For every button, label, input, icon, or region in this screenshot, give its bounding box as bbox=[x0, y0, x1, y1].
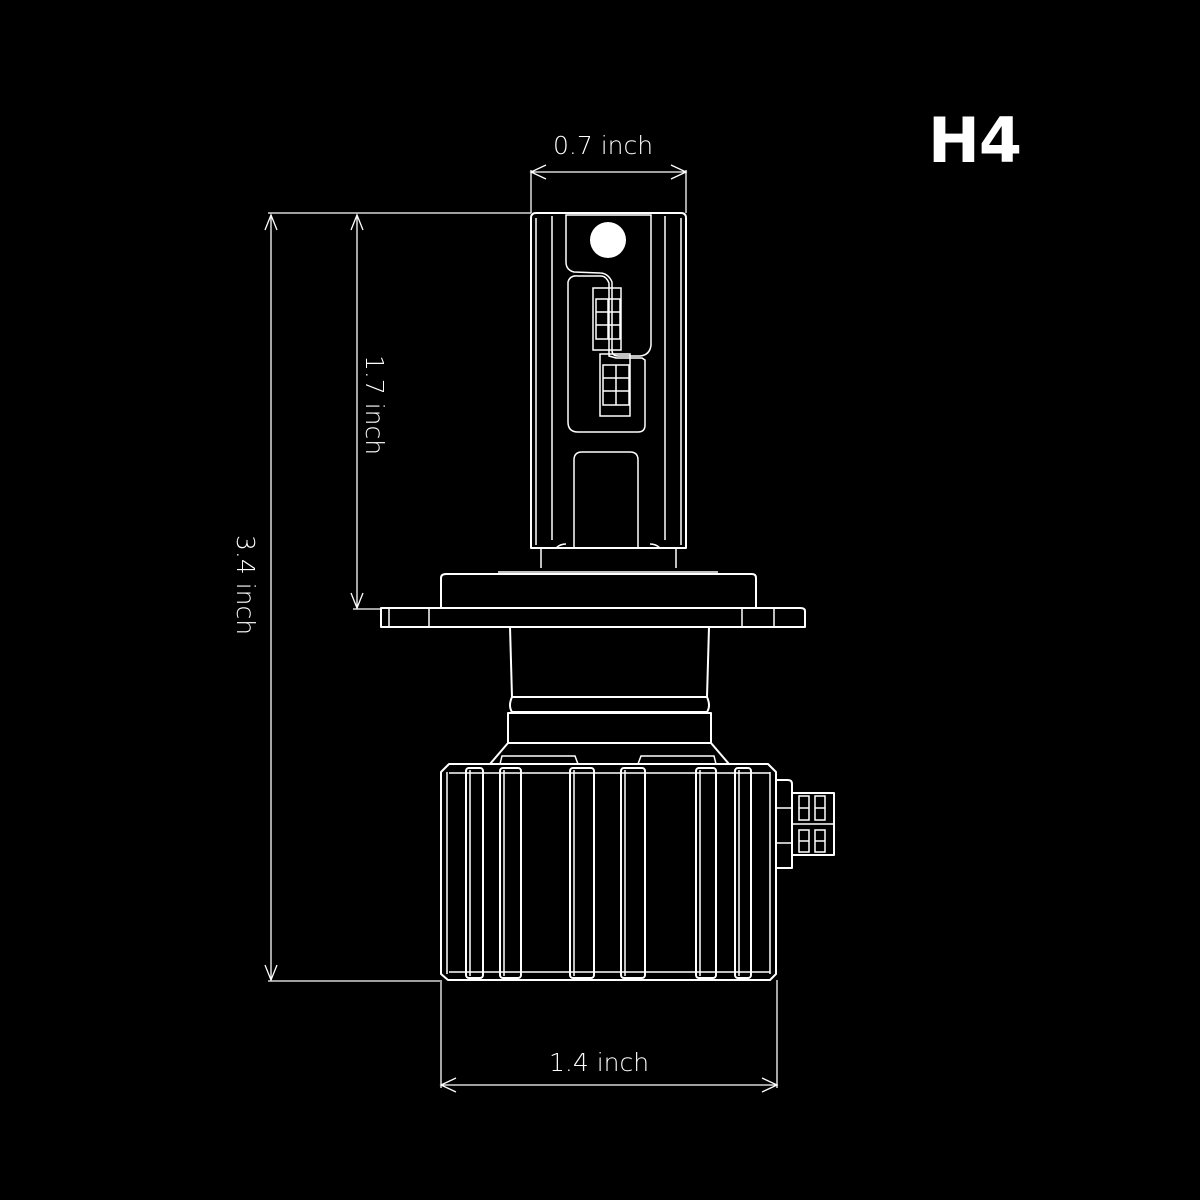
total-height-dimension bbox=[264, 212, 531, 982]
upper-height-dimension bbox=[350, 213, 380, 610]
top-width-label: 0.7 inch bbox=[553, 131, 654, 160]
top-width-dimension bbox=[529, 164, 688, 213]
side-connector bbox=[775, 779, 835, 869]
led-head bbox=[530, 212, 687, 568]
base-width-label: 1.4 inch bbox=[549, 1048, 650, 1077]
flange bbox=[380, 571, 806, 628]
base-width-dimension bbox=[439, 980, 779, 1093]
heat-sink bbox=[440, 763, 777, 981]
neck bbox=[489, 626, 730, 765]
bulb-type-title: H4 bbox=[928, 104, 1022, 177]
